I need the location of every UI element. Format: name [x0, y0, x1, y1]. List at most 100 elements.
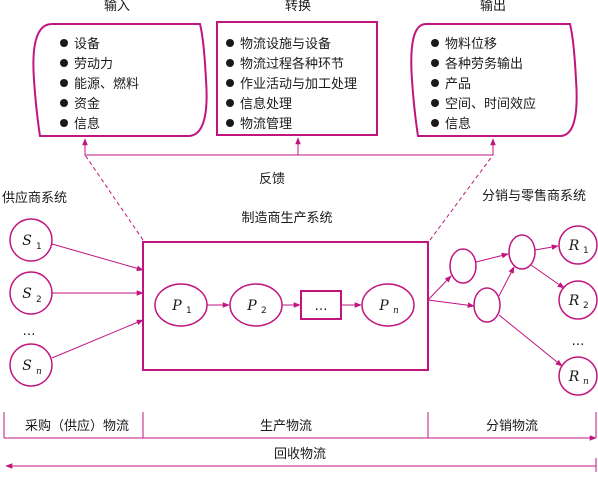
bullet: [226, 59, 234, 67]
input-list: 设备 劳动力 能源、燃料 资金 信息: [60, 36, 139, 132]
bullet: [226, 79, 234, 87]
transform-item: 物流过程各种环节: [240, 56, 344, 72]
bullet: [60, 99, 68, 107]
node-subscript: n: [393, 306, 399, 316]
retailer-node-rn: R n: [558, 356, 598, 396]
bullet: [431, 59, 439, 67]
supplier-title: 供应商系统: [2, 190, 67, 206]
distributor-node-a: [449, 248, 477, 284]
supplier-node-s1: S 1: [9, 218, 53, 262]
bullet: [60, 39, 68, 47]
process-ellipsis: …: [315, 299, 328, 314]
output-item: 信息: [445, 116, 471, 132]
node-letter: P: [171, 298, 182, 314]
process-node-p1: P 1: [154, 283, 208, 327]
feedback-dashed-left: [84, 154, 144, 241]
supplier-system: 供应商系统 S 1 S 2 … S n: [2, 190, 144, 387]
node-subscript: 1: [36, 242, 42, 252]
feedback-label: 反馈: [259, 172, 285, 187]
input-heading: 输入: [104, 0, 130, 14]
node-subscript: 1: [583, 246, 589, 256]
retailer-node-r1: R 1: [558, 225, 598, 265]
input-item: 信息: [74, 116, 100, 132]
output-item: 各种劳务输出: [445, 56, 523, 72]
supplier-arrow-1: [51, 243, 144, 271]
manufacturer-system: 制造商生产系统 P 1 P 2 … P n: [142, 211, 429, 371]
input-item: 资金: [74, 96, 100, 112]
output-heading: 输出: [480, 0, 506, 14]
distribution-system: 分销与零售商系统 R 1 R 2 … R n: [427, 188, 598, 396]
distributor-node-b: [473, 287, 501, 323]
process-node-ellipsis-box: …: [300, 290, 342, 320]
dist-arrow-b-rn: [498, 314, 563, 367]
node-letter: R: [568, 238, 580, 254]
output-box-outline: [410, 23, 578, 137]
retailer-ellipsis: …: [572, 334, 585, 349]
node-subscript: 1: [186, 306, 192, 316]
manufacturer-title: 制造商生产系统: [241, 211, 332, 226]
manufacturer-box: [142, 241, 429, 371]
node-subscript: 2: [261, 306, 267, 316]
supplier-node-s2: S 2: [9, 271, 53, 315]
feedback-connector: 反馈: [82, 137, 496, 241]
bullet: [60, 79, 68, 87]
node-subscript: n: [36, 367, 42, 377]
retailer-node-r2: R 2: [558, 280, 598, 320]
input-item: 能源、燃料: [74, 76, 139, 92]
node-letter: P: [378, 298, 389, 314]
dist-arrow-b: [427, 299, 475, 308]
node-letter: R: [568, 369, 580, 385]
input-box-outline: [32, 23, 208, 137]
dist-arrow-c-r1: [534, 244, 559, 251]
output-list: 物料位移 各种劳务输出 产品 空间、时间效应 信息: [431, 37, 536, 132]
output-box: 输出 物料位移 各种劳务输出 产品 空间、时间效应 信息: [410, 0, 578, 137]
process-node-p2: P 2: [229, 283, 283, 327]
supplier-ellipsis: …: [23, 324, 36, 339]
bullet: [431, 119, 439, 127]
node-subscript: n: [583, 377, 589, 387]
flow-bars: 采购（供应）物流 生产物流 分销物流 回收物流: [3, 412, 597, 472]
feedback-bracket: [84, 150, 494, 156]
output-item: 物料位移: [445, 37, 497, 52]
transform-box-outline: [216, 21, 378, 136]
transform-item: 信息处理: [240, 96, 292, 112]
bullet: [431, 39, 439, 47]
node-letter: S: [22, 233, 32, 249]
supplier-node-sn: S n: [9, 343, 53, 387]
output-item: 产品: [445, 77, 471, 92]
supplier-arrow-n: [51, 319, 144, 359]
transform-item: 作业活动与加工处理: [240, 77, 357, 92]
flow-label-distribution: 分销物流: [486, 419, 538, 434]
flow-label-production: 生产物流: [260, 419, 312, 434]
bullet: [60, 59, 68, 67]
node-letter: S: [22, 286, 32, 302]
transform-list: 物流设施与设备 物流过程各种环节 作业活动与加工处理 信息处理 物流管理: [226, 36, 357, 132]
transform-item: 物流管理: [240, 117, 292, 132]
dist-arrow-b-c: [498, 266, 515, 297]
feedback-dashed-right: [429, 154, 494, 241]
transform-box: 转换 物流设施与设备 物流过程各种环节 作业活动与加工处理 信息处理 物流管理: [216, 0, 378, 136]
bullet: [226, 39, 234, 47]
transform-item: 物流设施与设备: [240, 36, 331, 52]
dist-arrow-c-r2: [530, 264, 565, 289]
bullet: [431, 79, 439, 87]
process-node-pn: P n: [361, 283, 415, 327]
transform-heading: 转换: [285, 0, 311, 14]
flow-label-recovery: 回收物流: [274, 447, 326, 462]
input-item: 设备: [74, 36, 100, 52]
input-item: 劳动力: [74, 56, 113, 72]
node-letter: P: [246, 298, 257, 314]
node-letter: R: [568, 293, 580, 309]
node-subscript: 2: [36, 295, 42, 305]
node-subscript: 2: [583, 301, 589, 311]
flow-label-procurement: 采购（供应）物流: [25, 418, 129, 434]
bullet: [226, 119, 234, 127]
distribution-title: 分销与零售商系统: [482, 188, 586, 204]
dist-arrow-a-c: [475, 252, 509, 263]
bullet: [431, 99, 439, 107]
bullet: [226, 99, 234, 107]
bullet: [60, 119, 68, 127]
output-item: 空间、时间效应: [445, 96, 536, 112]
